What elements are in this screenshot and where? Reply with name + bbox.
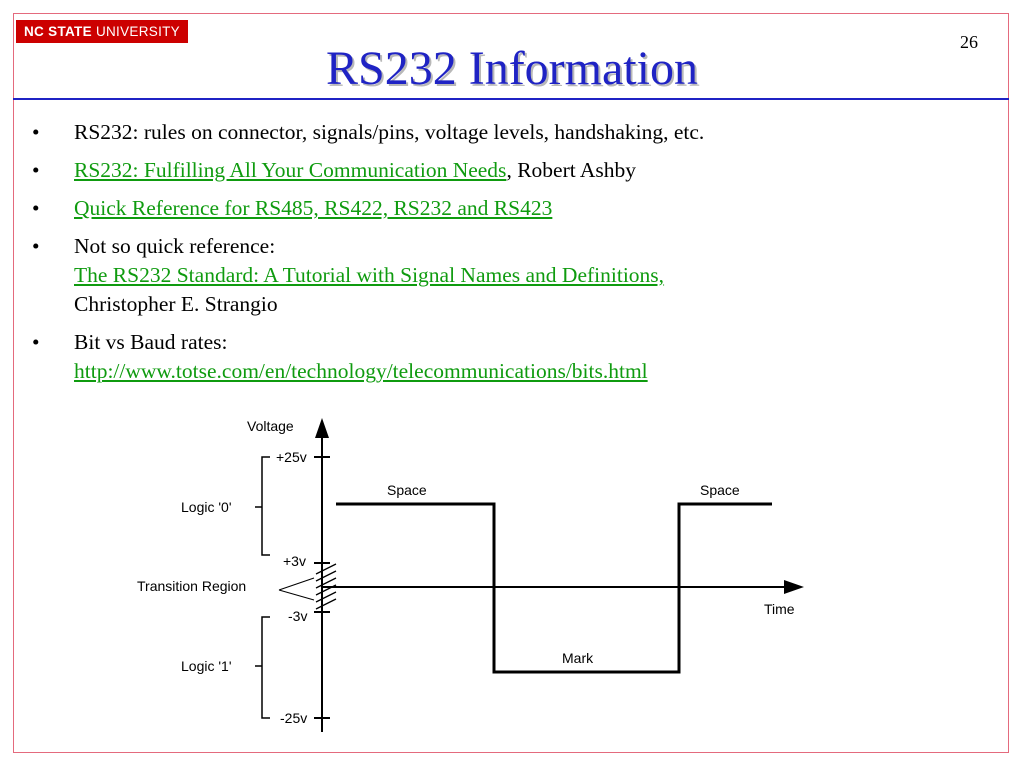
logic1-bracket — [261, 616, 270, 719]
space-label-right: Space — [700, 482, 740, 498]
space-label-left: Space — [387, 482, 427, 498]
logic0-bracket — [261, 456, 270, 556]
logo-bold-text: NC STATE — [24, 24, 92, 39]
tick-label-plus3: +3v — [283, 553, 306, 569]
logic0-label: Logic '0' — [181, 499, 232, 515]
slide-title: RS232 Information — [326, 42, 698, 95]
ashby-link[interactable]: RS232: Fulfilling All Your Communication… — [74, 158, 507, 182]
bullet-dot: • — [32, 234, 40, 258]
bullet-text: Bit vs Baud rates: — [74, 330, 228, 354]
rs232-standard-link[interactable]: The RS232 Standard: A Tutorial with Sign… — [74, 263, 665, 287]
bit-baud-url-link[interactable]: http://www.totse.com/en/technology/telec… — [74, 359, 648, 383]
bullet-dot: • — [32, 120, 40, 144]
tick-label-plus25: +25v — [276, 449, 307, 465]
bullet-text: , Robert Ashby — [506, 158, 637, 182]
bullet-item: • Bit vs Baud rates: http://www.totse.co… — [32, 328, 992, 386]
bullet-item: • Quick Reference for RS485, RS422, RS23… — [32, 194, 992, 223]
transition-leader-top — [278, 577, 315, 591]
transition-region-label: Transition Region — [137, 578, 246, 594]
rs232-voltage-diagram: Voltage Time +25v +3v -3v -25v Logic '0'… — [137, 418, 804, 732]
tick-label-minus25: -25v — [280, 710, 307, 726]
bullet-dot: • — [32, 196, 40, 220]
logo-rest-text: UNIVERSITY — [91, 24, 180, 39]
ncsu-logo: NC STATE UNIVERSITY — [16, 20, 188, 43]
signal-waveform — [336, 502, 772, 674]
bullet-author: Christopher E. Strangio — [74, 292, 278, 316]
transition-hatching — [315, 563, 337, 610]
time-axis-arrowhead — [784, 580, 804, 594]
quick-reference-link[interactable]: Quick Reference for RS485, RS422, RS232 … — [74, 196, 553, 220]
slide-frame — [13, 13, 1009, 753]
bullet-item: • RS232: Fulfilling All Your Communicati… — [32, 156, 992, 185]
bullet-text: RS232: rules on connector, signals/pins,… — [74, 120, 705, 144]
title-rule — [13, 98, 1009, 100]
page-number: 26 — [960, 32, 978, 52]
tick-label-minus3: -3v — [288, 608, 307, 624]
mark-label: Mark — [562, 650, 594, 666]
bullet-item: • RS232: rules on connector, signals/pin… — [32, 118, 992, 147]
bullet-dot: • — [32, 158, 40, 182]
time-label: Time — [764, 601, 795, 617]
transition-leader-bottom — [278, 589, 315, 601]
voltage-label: Voltage — [247, 418, 294, 434]
logic1-label: Logic '1' — [181, 658, 232, 674]
bullet-dot: • — [32, 330, 40, 354]
voltage-axis-arrowhead — [315, 418, 329, 438]
bullet-text: Not so quick reference: — [74, 234, 276, 258]
bullet-item: • Not so quick reference: The RS232 Stan… — [32, 232, 992, 319]
bullet-list: • RS232: rules on connector, signals/pin… — [32, 118, 992, 395]
